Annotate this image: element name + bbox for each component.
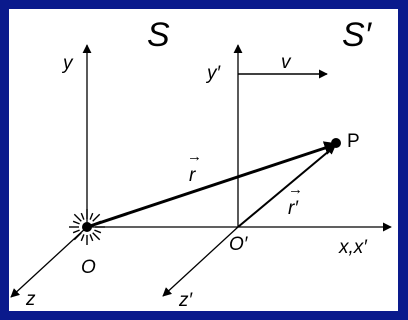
velocity-label: v bbox=[281, 52, 292, 73]
frame-s-prime-label: S′ bbox=[342, 16, 373, 54]
starburst-ray bbox=[89, 234, 94, 242]
vector-r-prime bbox=[237, 145, 336, 228]
starburst-ray bbox=[73, 232, 82, 241]
starburst-ray bbox=[94, 220, 102, 225]
vector-r bbox=[86, 141, 339, 229]
diagram-panel: S S′ y y′ v P r → r′ → O O′ x,x′ z z′ bbox=[9, 9, 398, 311]
z-axis bbox=[10, 226, 88, 298]
z-axis-label: z bbox=[25, 289, 36, 310]
origin-o-label: O bbox=[81, 257, 96, 278]
starburst-ray bbox=[92, 232, 101, 241]
z-prime-axis bbox=[162, 226, 239, 297]
point-p-label: P bbox=[347, 131, 360, 152]
vector-r-label: r bbox=[189, 165, 196, 186]
starburst-ray bbox=[72, 220, 80, 225]
starburst-ray bbox=[89, 212, 94, 220]
vector-r-prime-label: r′ bbox=[288, 198, 299, 219]
vector-r-arrow-glyph: → bbox=[187, 148, 202, 165]
x-axis-label: x,x′ bbox=[338, 237, 368, 258]
starburst-ray bbox=[72, 229, 80, 234]
origin-o-prime-label: O′ bbox=[229, 234, 249, 255]
z-prime-axis-label: z′ bbox=[178, 290, 194, 311]
vector-r-prime-arrow-glyph: → bbox=[288, 181, 303, 198]
starburst-ray bbox=[80, 234, 85, 242]
starburst-ray bbox=[73, 213, 82, 222]
y-prime-axis-label: y′ bbox=[205, 63, 222, 84]
point-p-dot bbox=[331, 138, 341, 148]
y-axis-label: y bbox=[61, 53, 74, 74]
reference-frames-diagram: S S′ y y′ v P r → r′ → O O′ x,x′ z z′ bbox=[10, 16, 392, 311]
starburst-ray bbox=[92, 213, 101, 222]
starburst-ray bbox=[94, 229, 102, 234]
origin-o-dot bbox=[82, 222, 92, 232]
frame-s-label: S bbox=[147, 16, 170, 54]
starburst-icon bbox=[69, 209, 105, 245]
starburst-ray bbox=[80, 212, 85, 220]
